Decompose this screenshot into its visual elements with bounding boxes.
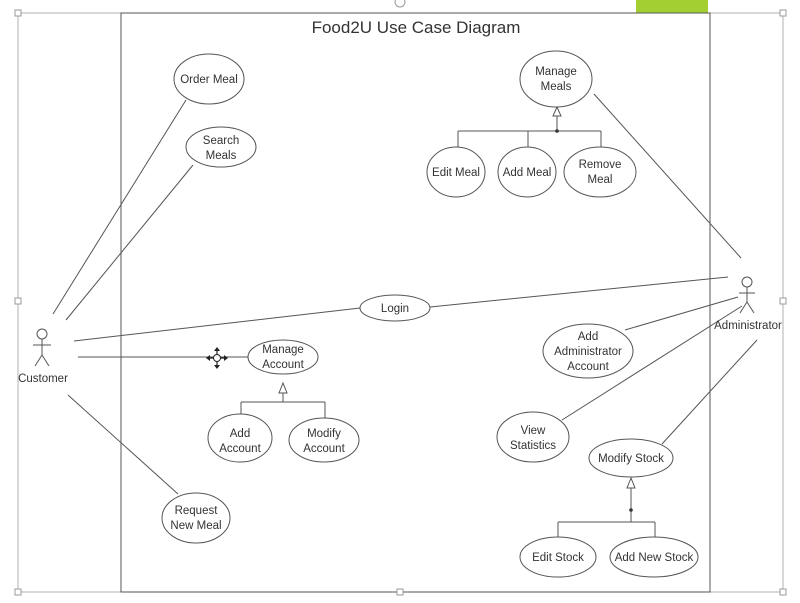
- actor-administrator[interactable]: Administrator: [714, 276, 782, 332]
- use-case-modify-account[interactable]: Modify Account: [288, 417, 360, 463]
- add-admin-account-label-line2: Administrator: [554, 346, 622, 358]
- use-case-search-meals[interactable]: Search Meals: [185, 126, 257, 168]
- rotate-handle-icon: [394, 0, 406, 8]
- use-case-manage-account[interactable]: Manage Account: [247, 339, 319, 375]
- administrator-label: Administrator: [714, 320, 782, 332]
- order-meal-label: Order Meal: [180, 74, 238, 86]
- remove-meal-label-line1: Remove: [579, 159, 622, 171]
- modify-account-label-line1: Modify: [307, 428, 341, 440]
- resize-handle-top-left: [14, 9, 22, 17]
- assoc-customer-login: [73, 307, 361, 342]
- use-case-edit-stock[interactable]: Edit Stock: [519, 536, 597, 578]
- resize-handle-top-right: [779, 9, 787, 17]
- use-case-add-meal[interactable]: Add Meal: [497, 146, 557, 198]
- assoc-customer-order-meal: [52, 99, 187, 315]
- add-admin-account-label-line3: Account: [567, 361, 609, 373]
- add-account-label-line1: Add: [230, 428, 250, 440]
- assoc-admin-view-statistics: [561, 305, 743, 421]
- add-account-label-line2: Account: [219, 443, 261, 455]
- customer-label: Customer: [18, 373, 68, 385]
- move-cursor-icon: [206, 347, 228, 369]
- use-case-order-meal[interactable]: Order Meal: [173, 53, 245, 105]
- resize-handle-middle-left: [14, 297, 22, 305]
- manage-account-label-line1: Manage: [262, 344, 304, 356]
- generalization-manage-account: [240, 381, 326, 418]
- remove-meal-label-line2: Meal: [588, 174, 613, 186]
- assoc-customer-request-new-meal: [67, 394, 179, 495]
- view-statistics-label-line2: Statistics: [510, 440, 556, 452]
- view-statistics-label-line1: View: [521, 425, 546, 437]
- generalization-manage-meals: [457, 105, 602, 150]
- stick-figure-icon: [739, 276, 755, 314]
- manage-meals-label-line2: Meals: [541, 81, 572, 93]
- resize-handle-middle-right: [779, 297, 787, 305]
- assoc-admin-add-admin-account: [624, 296, 739, 331]
- use-case-login[interactable]: Login: [359, 294, 431, 322]
- system-boundary[interactable]: [120, 12, 711, 593]
- add-admin-account-label-line1: Add: [578, 331, 598, 343]
- modify-stock-label: Modify Stock: [598, 453, 664, 465]
- add-meal-label: Add Meal: [503, 167, 552, 179]
- use-case-edit-meal[interactable]: Edit Meal: [426, 146, 486, 198]
- use-case-add-new-stock[interactable]: Add New Stock: [609, 536, 699, 578]
- manage-account-label-line2: Account: [262, 359, 304, 371]
- selection-handles[interactable]: [14, 0, 787, 596]
- actor-customer[interactable]: Customer: [18, 328, 68, 385]
- use-case-view-statistics[interactable]: View Statistics: [496, 411, 570, 463]
- request-new-meal-label-line2: New Meal: [170, 520, 221, 532]
- assoc-admin-modify-stock: [661, 339, 758, 445]
- add-new-stock-label: Add New Stock: [615, 552, 694, 564]
- accent-tab: [636, 0, 708, 13]
- stick-figure-icon: [33, 328, 51, 367]
- diagram-title: Food2U Use Case Diagram: [312, 18, 521, 37]
- resize-handle-bottom-right: [779, 588, 787, 596]
- login-label: Login: [381, 303, 409, 315]
- generalization-modify-stock: [557, 476, 656, 540]
- resize-handle-bottom-center: [396, 588, 404, 596]
- edit-stock-label: Edit Stock: [532, 552, 584, 564]
- use-case-add-account[interactable]: Add Account: [207, 413, 273, 463]
- edit-meal-label: Edit Meal: [432, 167, 480, 179]
- manage-meals-label-line1: Manage: [535, 66, 577, 78]
- use-case-request-new-meal[interactable]: Request New Meal: [161, 492, 231, 544]
- assoc-customer-search-meals: [65, 164, 194, 321]
- use-case-manage-meals[interactable]: Manage Meals: [519, 50, 593, 108]
- use-case-add-administrator-account[interactable]: Add Administrator Account: [542, 323, 634, 379]
- modify-account-label-line2: Account: [303, 443, 345, 455]
- search-meals-label-line1: Search: [203, 135, 239, 147]
- use-case-modify-stock[interactable]: Modify Stock: [588, 438, 674, 478]
- search-meals-label-line2: Meals: [206, 150, 237, 162]
- assoc-admin-manage-meals: [593, 93, 742, 259]
- use-case-remove-meal[interactable]: Remove Meal: [563, 146, 637, 198]
- resize-handle-bottom-left: [14, 588, 22, 596]
- assoc-admin-login: [429, 276, 729, 308]
- request-new-meal-label-line1: Request: [175, 505, 219, 517]
